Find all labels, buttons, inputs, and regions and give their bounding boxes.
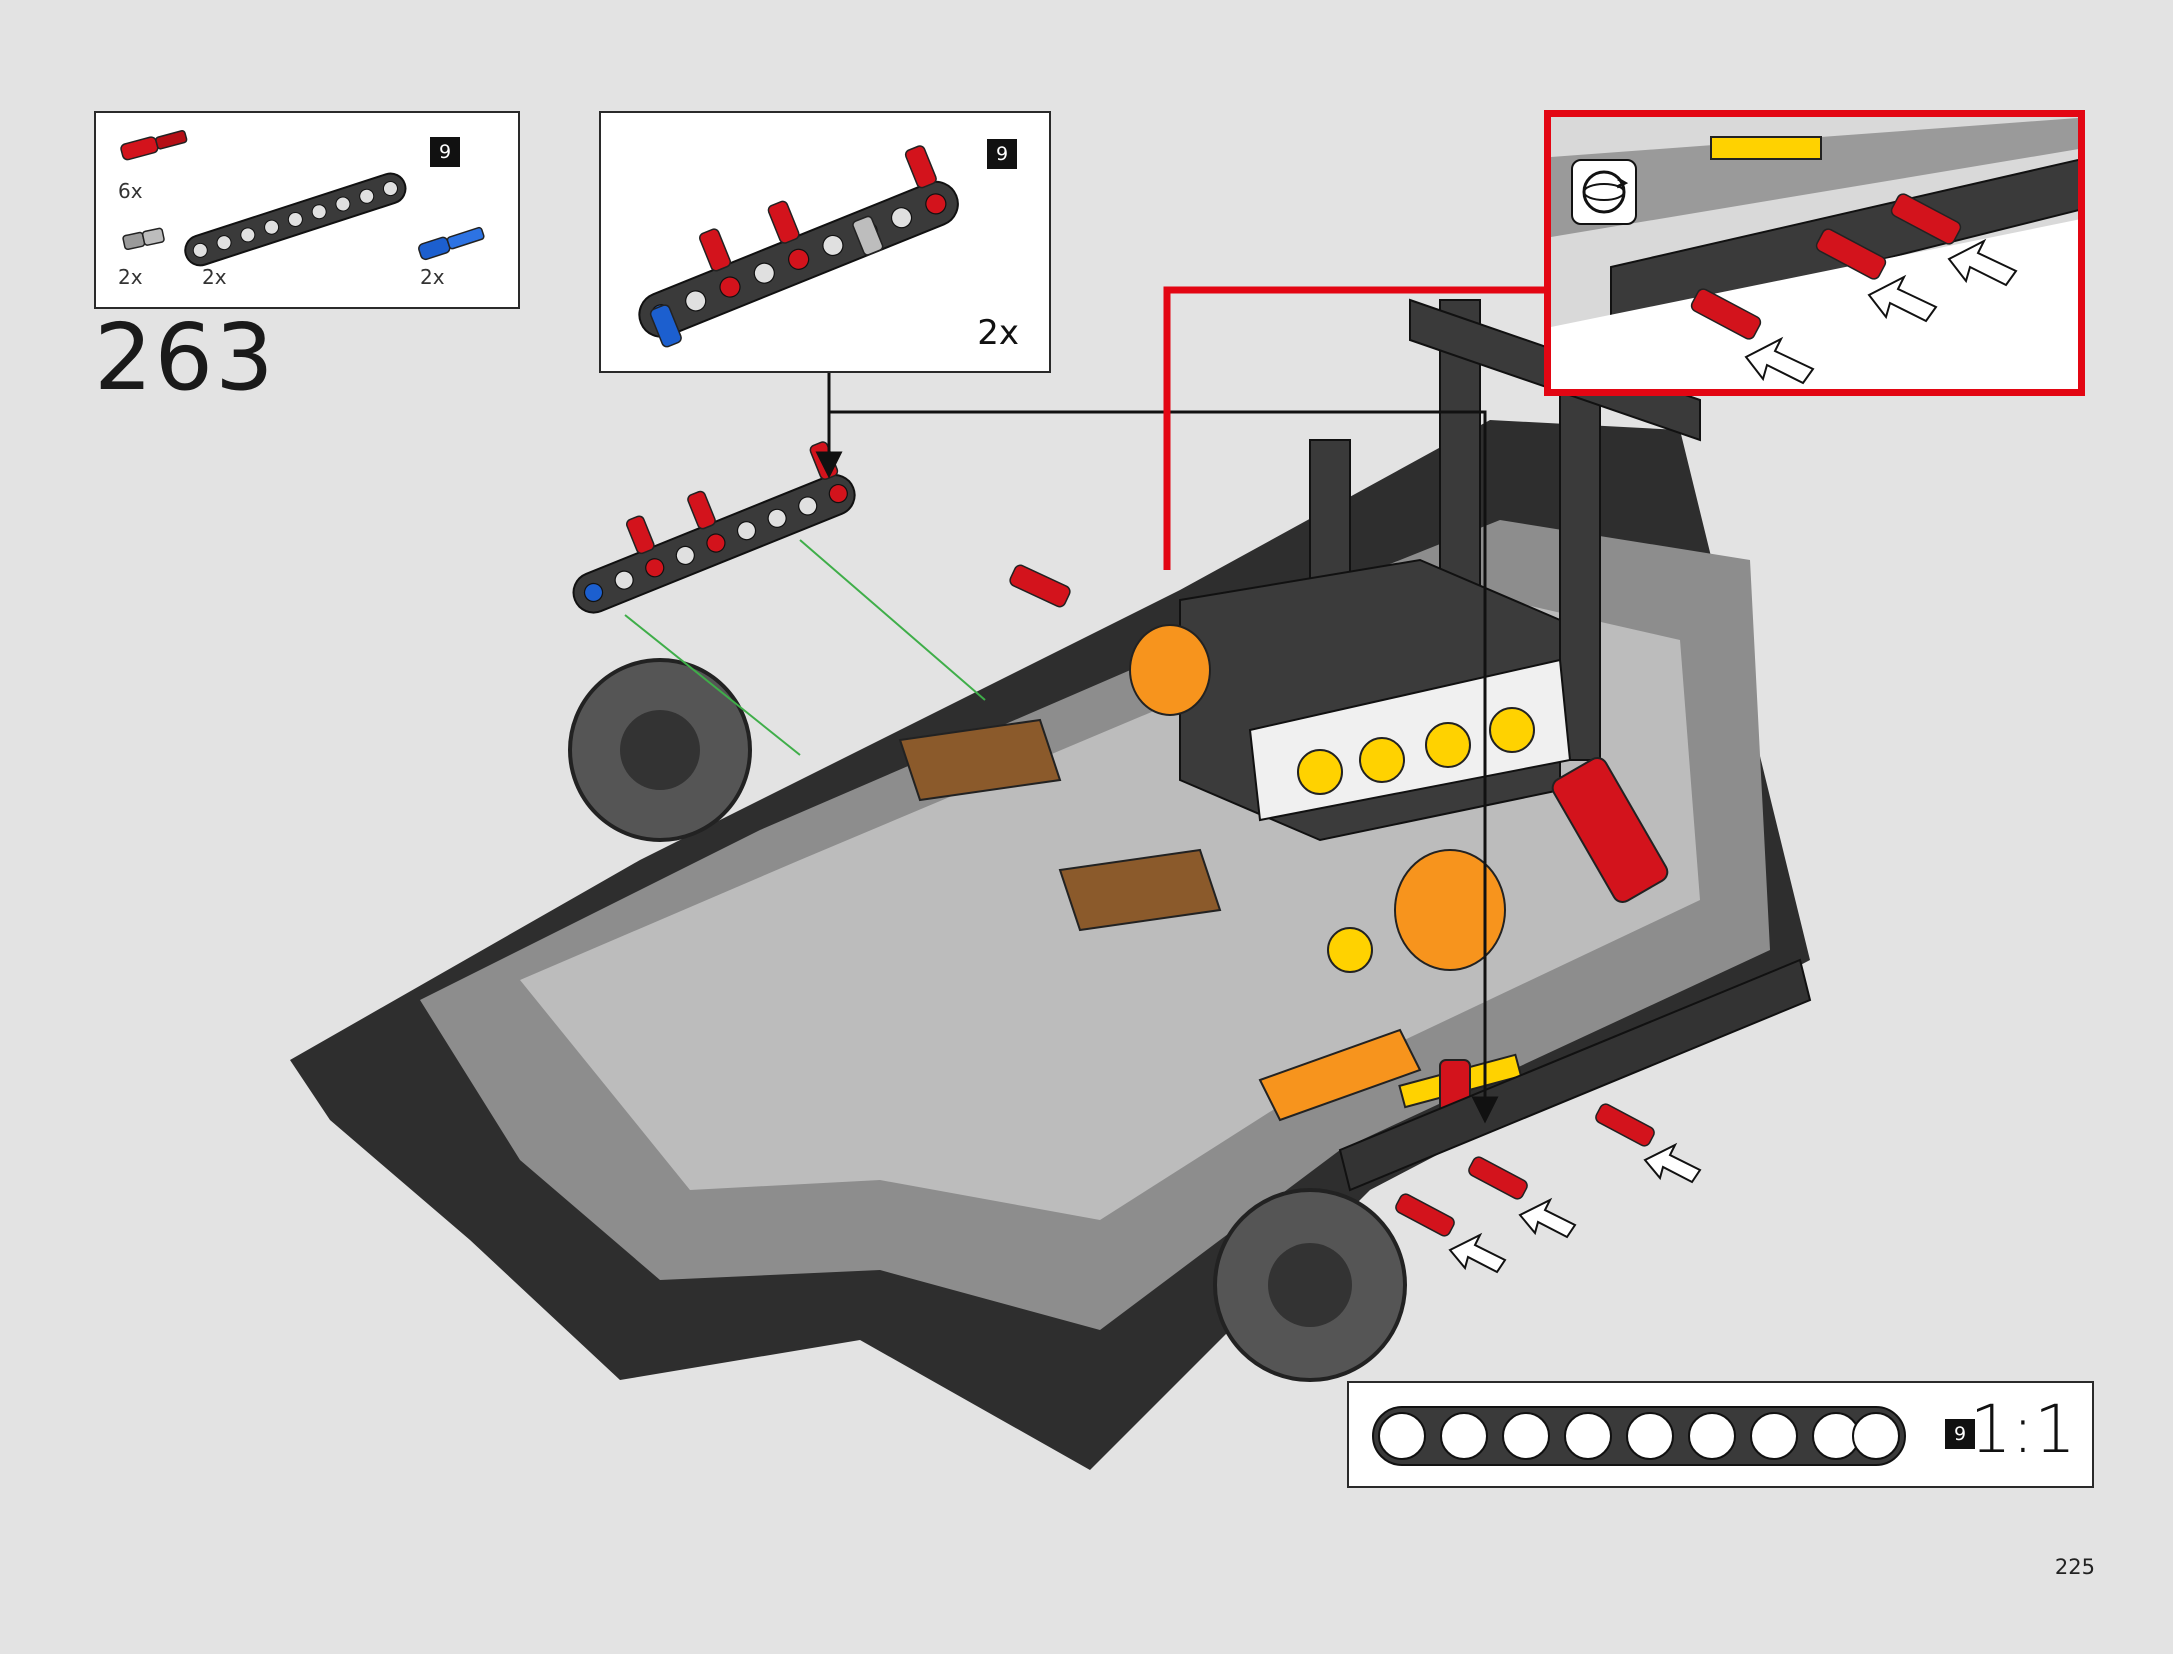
- scale-ruler-beam: [1372, 1406, 1906, 1466]
- subassembly-beam-length-badge: 9: [987, 139, 1017, 169]
- parts-list-box: 6x 2x 2x 2x 9: [94, 111, 520, 309]
- black-beam-9-part: [184, 172, 407, 267]
- scale-label: 1:1: [1969, 1391, 2076, 1468]
- subassembly-quantity: 2x: [977, 313, 1019, 353]
- zoom-callout: [1544, 110, 2085, 396]
- qty-grey-bushing: 2x: [118, 265, 143, 289]
- push-arrow-icon: [1448, 1142, 1702, 1274]
- grey-bushing-part: [122, 227, 165, 251]
- vehicle-chassis: [290, 298, 1812, 1470]
- blue-axle-pin-part: [418, 226, 485, 261]
- scale-beam-length-badge: 9: [1945, 1419, 1975, 1449]
- parts-list-illustration: [120, 130, 485, 267]
- qty-blue-axle-pin: 2x: [420, 265, 445, 289]
- subassembly-illustration: [638, 145, 959, 348]
- floating-beam-assembly: [572, 441, 856, 614]
- qty-red-axle-pin: 6x: [118, 179, 143, 203]
- beam-length-badge: 9: [430, 137, 460, 167]
- qty-black-beam: 2x: [202, 265, 227, 289]
- step-number: 263: [94, 304, 276, 411]
- alignment-line: [799, 539, 986, 701]
- page-number: 225: [2054, 1555, 2095, 1579]
- red-axle-pin-part: [120, 130, 188, 161]
- scale-ruler-box: 9 1:1: [1347, 1381, 2094, 1488]
- inserting-red-pins: [1395, 1103, 1655, 1237]
- alignment-line: [624, 614, 801, 756]
- subassembly-box: 9 2x: [599, 111, 1051, 373]
- zoom-callout-illustration: [1551, 117, 2078, 389]
- rotate-model-icon: [1571, 159, 1637, 225]
